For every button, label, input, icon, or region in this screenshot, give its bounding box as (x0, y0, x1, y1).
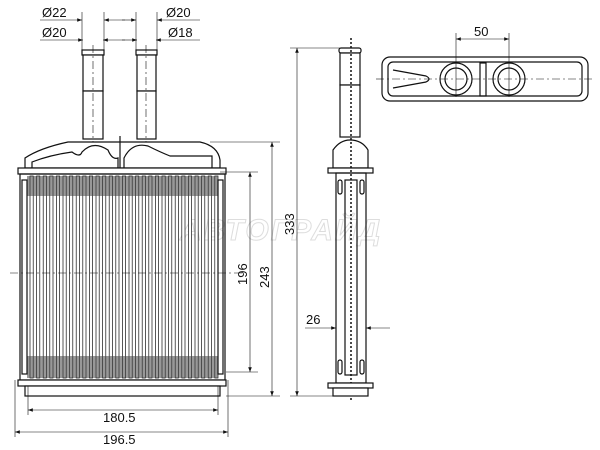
core-fins (27, 175, 219, 379)
total-width-dim: 196.5 (103, 432, 136, 447)
side-view: 26 (305, 38, 390, 400)
inlet-inner-diameter: Ø20 (42, 25, 67, 40)
top-tank (24, 141, 221, 169)
inlet-outer-diameter: Ø22 (42, 5, 67, 20)
pipe-spacing-dim: 50 (474, 24, 488, 39)
fin-tube (69, 175, 74, 379)
fin-tube (168, 175, 173, 379)
height-dims: 196 243 333 (10, 47, 345, 397)
bottom-tank (24, 385, 221, 397)
fin-tube (108, 175, 113, 379)
pipe-diameter-dims: Ø22 Ø20 Ø20 Ø18 (40, 5, 200, 50)
fin-tube (188, 175, 192, 379)
tank-height-dim: 243 (257, 266, 272, 288)
width-dims: 180.5 196.5 (14, 380, 229, 447)
core-width-dim: 180.5 (103, 410, 136, 425)
fin-tube (62, 175, 67, 379)
fin-tube (115, 175, 120, 379)
fin-tube (148, 175, 153, 379)
top-view: 50 (376, 24, 595, 102)
fin-band (27, 356, 218, 378)
outlet-pipe (135, 45, 158, 150)
fin-tube (201, 175, 206, 379)
fin-tube (82, 175, 87, 379)
fin-tube (141, 175, 146, 379)
fin-tube (36, 175, 41, 379)
outlet-inner-diameter: Ø18 (168, 25, 193, 40)
front-view (17, 45, 227, 397)
fin-tube (89, 175, 93, 379)
fin-tube (56, 175, 60, 379)
fin-tube (155, 175, 159, 379)
core-thickness-dim: 26 (306, 312, 320, 327)
fin-tube (174, 175, 179, 379)
fin-tube (194, 175, 199, 379)
fin-tube (75, 175, 80, 379)
inlet-pipe (81, 45, 105, 150)
fin-tube (207, 175, 212, 379)
fin-tube (29, 175, 34, 379)
outlet-outer-diameter: Ø20 (166, 5, 191, 20)
fin-band (27, 176, 218, 196)
core-height-dim: 196 (235, 263, 250, 285)
watermark: АВТОГРАЙД (179, 212, 382, 247)
fin-tube (135, 175, 140, 379)
fin-tube (181, 175, 186, 379)
fin-tube (42, 175, 47, 379)
total-height-dim: 333 (282, 213, 297, 235)
fin-tube (49, 175, 54, 379)
fin-tube (102, 175, 107, 379)
fin-tube (95, 175, 100, 379)
fin-tube (161, 175, 166, 379)
fin-tube (122, 175, 126, 379)
fin-tube (128, 175, 133, 379)
